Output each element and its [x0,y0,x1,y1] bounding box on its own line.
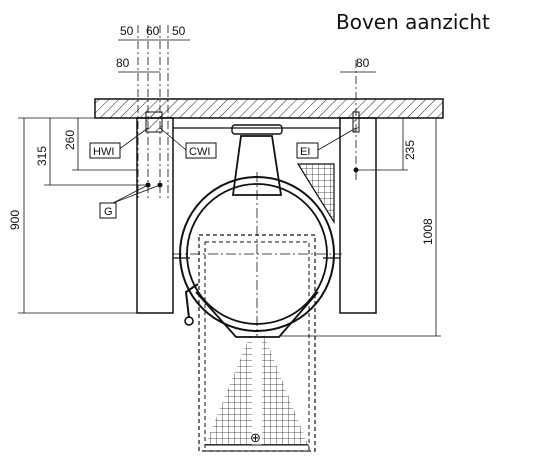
tag-g: G [104,206,113,218]
dim-315: 315 [35,146,49,166]
tag-hwi-box [89,142,121,159]
right-leg [339,117,377,314]
dim-top-50-left: 50 [120,24,134,38]
handle-knob [184,316,194,326]
dim-1008: 1008 [421,218,435,245]
grid-panel [296,163,335,225]
grid-floor-right [262,330,308,445]
tag-ei-box [296,142,319,159]
view-title: Boven aanzicht [336,10,490,34]
dim-top-60: 60 [146,24,160,38]
dim-right-80: 80 [356,56,370,70]
dimension-top-chain [118,39,376,73]
chimney-cap [231,124,283,135]
grid-floor-left [205,330,252,445]
center-mark: ⊕ [250,430,261,445]
handle [184,283,199,319]
tag-ei: EI [300,146,310,158]
dim-260: 260 [63,130,77,150]
tag-g-box [99,202,117,219]
chimney-neck [231,135,283,196]
dimension-right [280,118,441,337]
tag-hwi: HWI [93,146,114,158]
pipe-connection-left [145,111,163,133]
projection-box-inner [204,241,310,452]
left-leg [136,117,174,314]
projection-box [198,234,316,452]
dim-left-80: 80 [116,56,130,70]
tag-cwi-box [185,142,217,159]
leader-lines [112,127,357,204]
dim-top-50-right: 50 [172,24,186,38]
bottom-bowl [195,291,319,338]
tag-cwi: CWI [189,146,210,158]
dimension-left [18,117,148,314]
dim-235: 235 [403,140,417,160]
dim-900: 900 [8,210,22,230]
